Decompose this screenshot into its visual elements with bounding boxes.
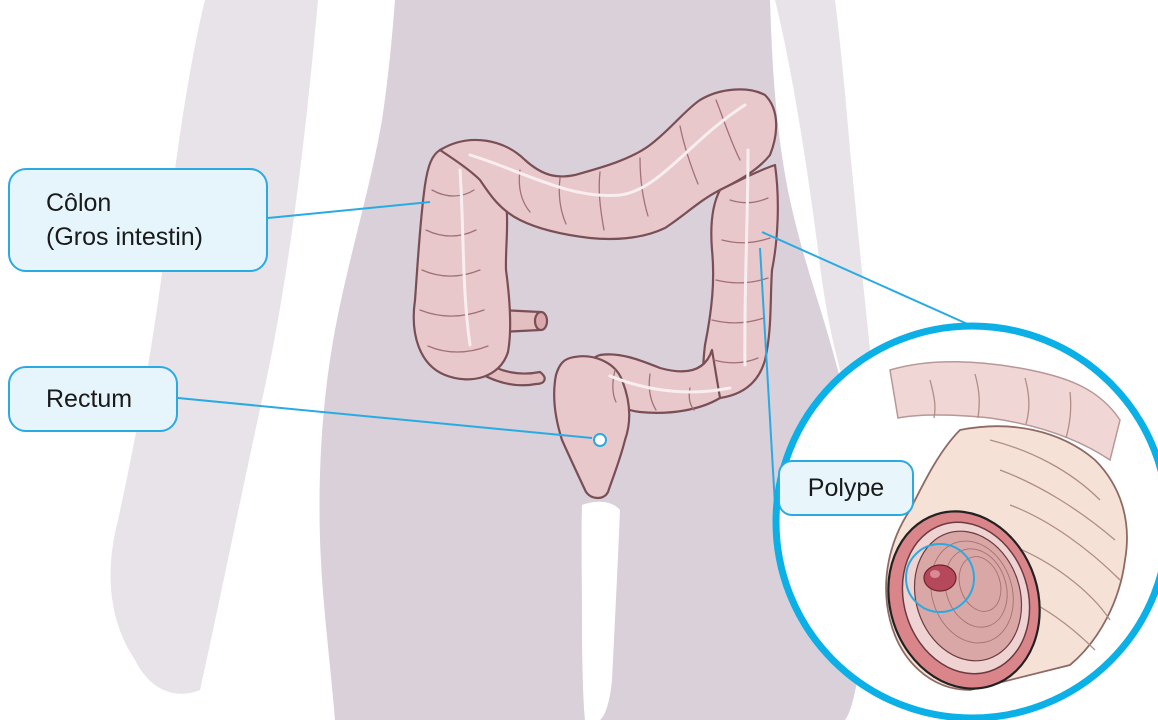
polyp-highlight: [930, 570, 940, 578]
rectum-marker: [594, 434, 606, 446]
colon-label-line2: (Gros intestin): [46, 220, 266, 254]
colon-label-line1: Côlon: [46, 186, 266, 220]
rectum-label-text: Rectum: [46, 382, 176, 416]
polyp-label-text: Polype: [808, 471, 884, 505]
polyp-label: Polype: [778, 460, 914, 516]
rectum-label: Rectum: [8, 366, 178, 432]
left-arm: [111, 0, 318, 694]
ileum-opening: [535, 312, 547, 330]
colon-label: Côlon (Gros intestin): [8, 168, 268, 272]
zoom-inset: [776, 326, 1158, 718]
polyp-shape: [924, 565, 956, 591]
